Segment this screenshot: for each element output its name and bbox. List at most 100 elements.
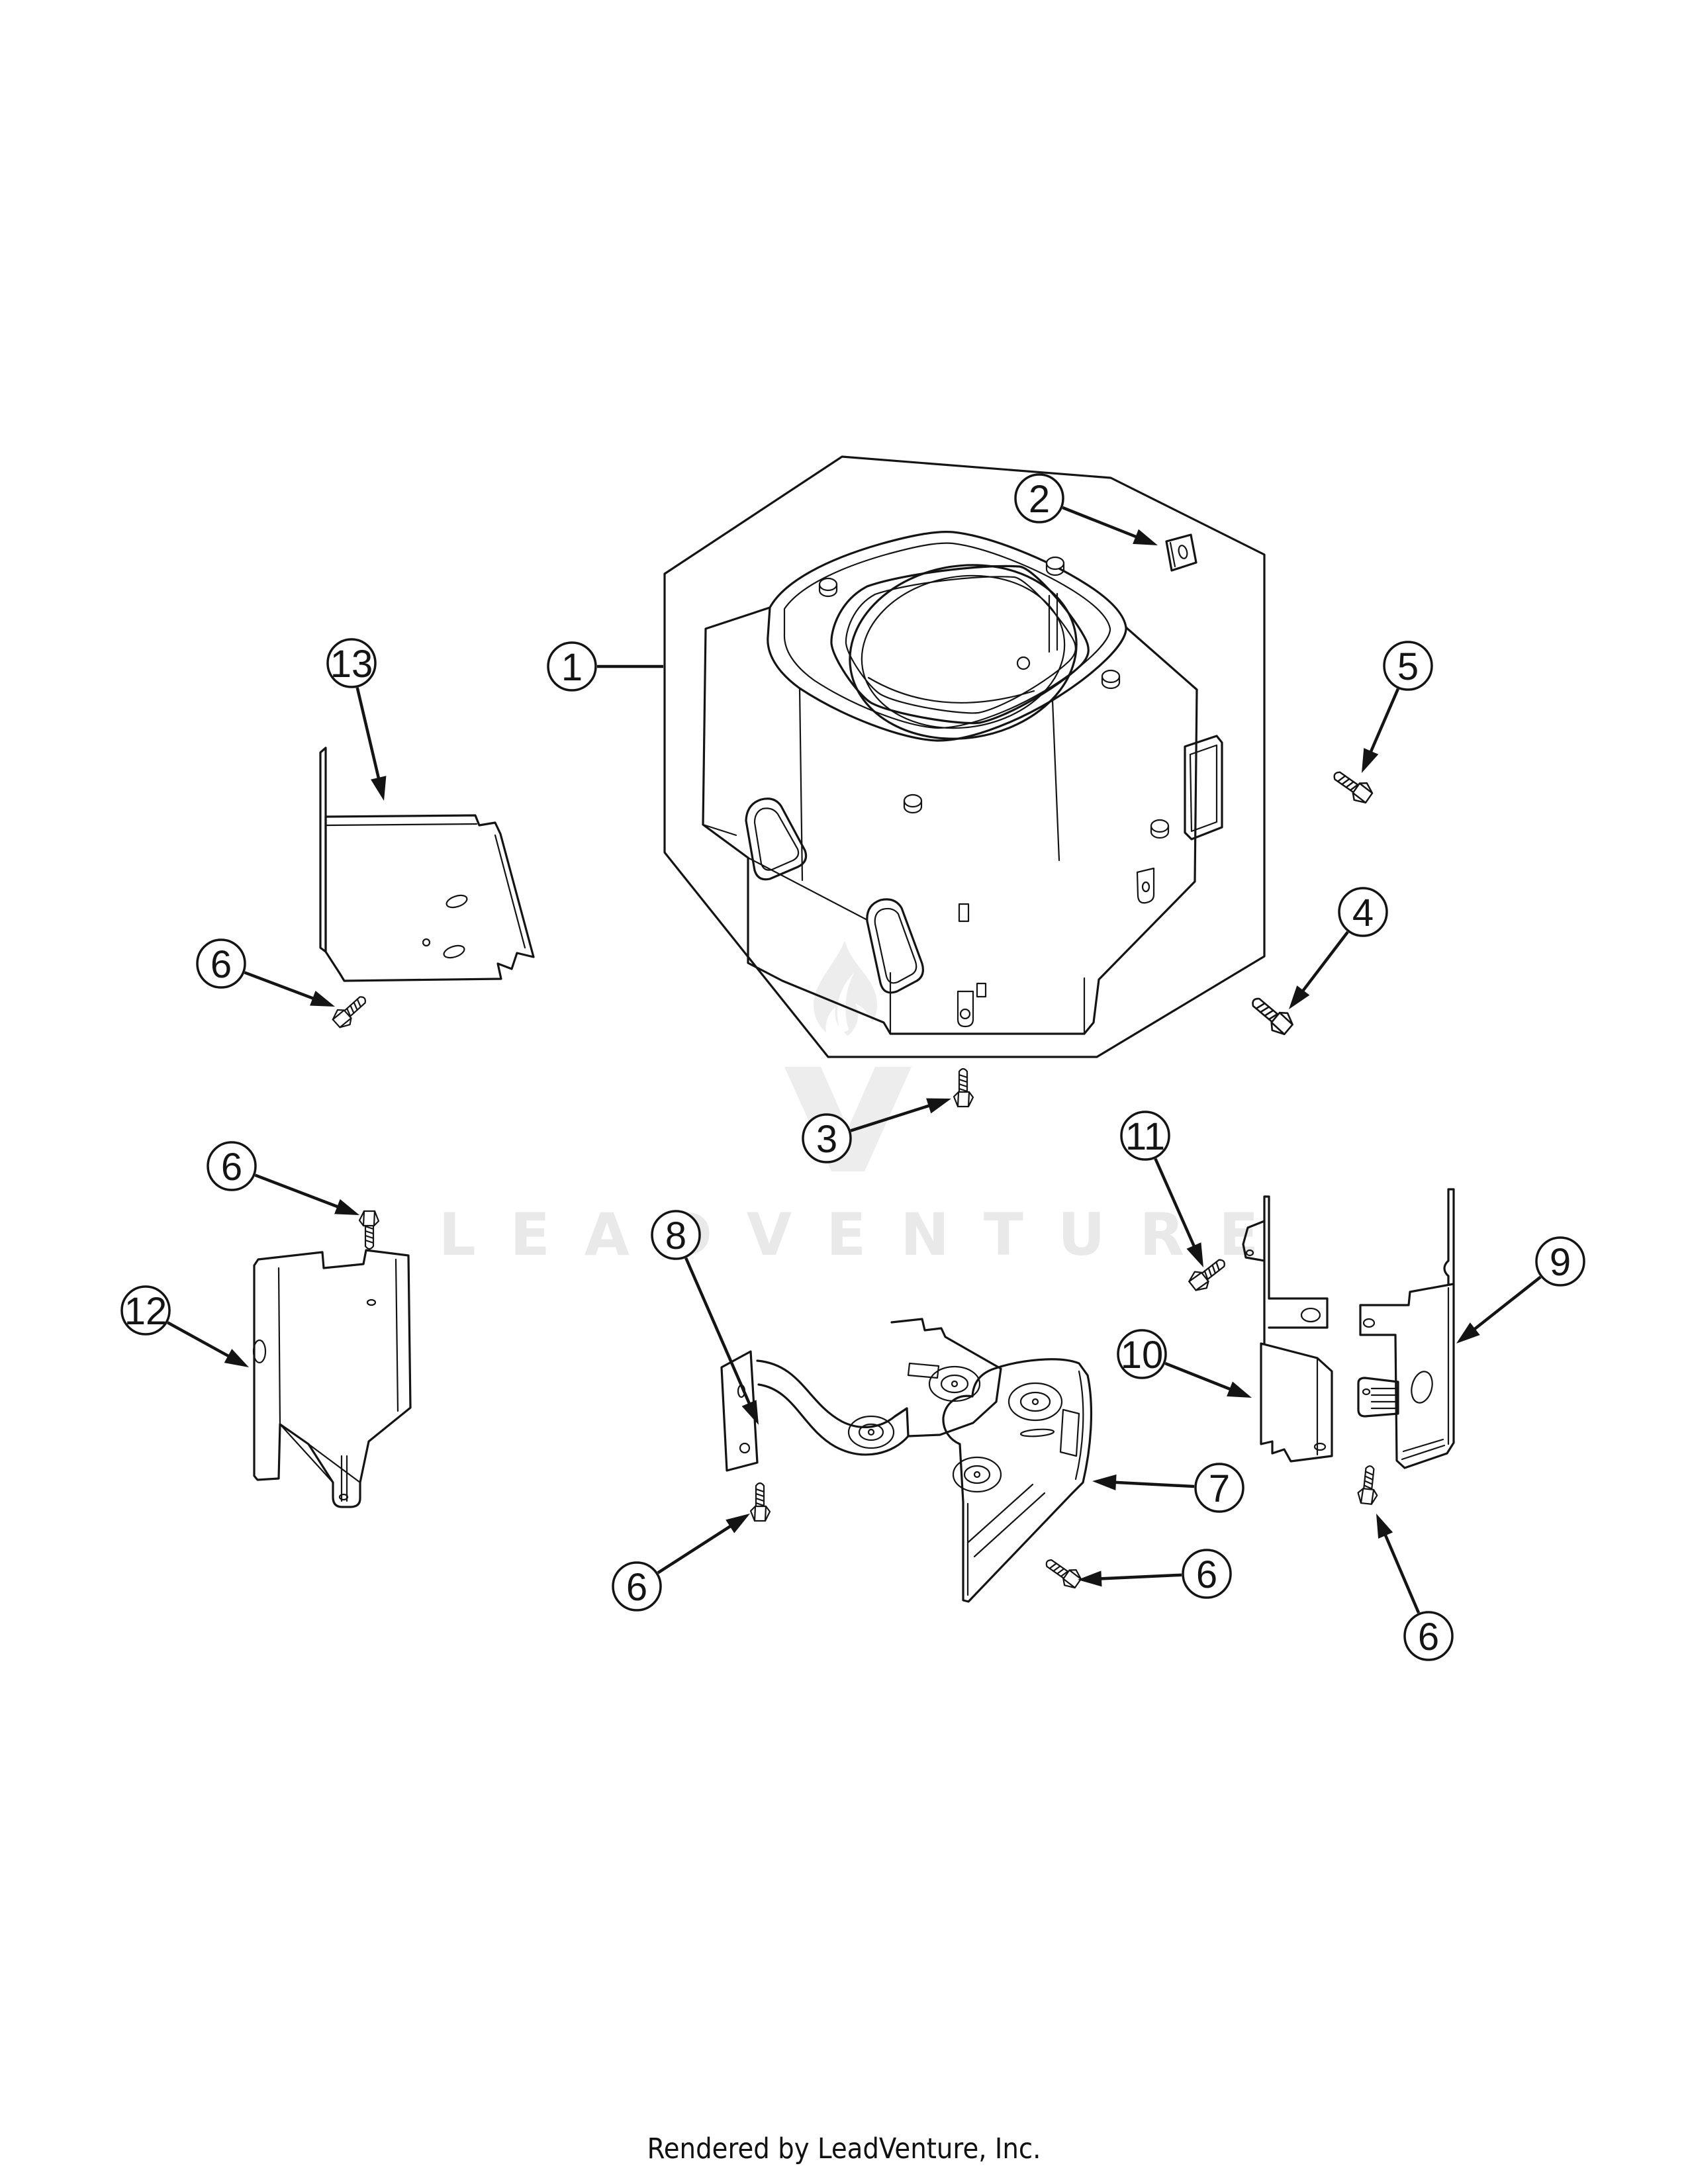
callout-arrowhead-icon	[1289, 985, 1310, 1009]
callout-leader-line	[684, 1257, 755, 1413]
screw-3	[953, 1068, 974, 1108]
part-1-boundary-outline	[663, 455, 1266, 1058]
callout-4: 4	[1289, 887, 1388, 1009]
callout-leader-line	[1380, 1525, 1421, 1614]
screw-6-d	[1041, 1553, 1085, 1592]
callout-number: 11	[1125, 1115, 1165, 1158]
callout-leader-line	[167, 1321, 238, 1362]
callout-circle	[1194, 1463, 1244, 1513]
callout-leader-line	[244, 971, 322, 1003]
screw-6-a	[329, 990, 372, 1032]
callout-number: 6	[626, 1566, 647, 1609]
callout-arrowhead-icon	[741, 1400, 759, 1425]
callout-leader-line	[1164, 1361, 1239, 1394]
part-10-baffle	[1242, 1195, 1333, 1463]
part-7-cylinder-shield	[942, 1358, 1093, 1603]
callout-circle	[1535, 1236, 1585, 1287]
callout-circle	[1403, 1611, 1454, 1661]
callout-8: 8	[651, 1210, 759, 1425]
callout-circle	[196, 938, 246, 989]
callout-6: 6	[612, 1514, 750, 1612]
callout-circle	[1014, 473, 1064, 523]
callout-leader-line	[1092, 1573, 1182, 1581]
leadventure-v-logo-watermark-icon	[784, 1067, 912, 1171]
callout-arrowhead-icon	[1227, 1381, 1252, 1398]
callout-circle	[802, 1113, 852, 1163]
screw-6-c	[749, 1482, 771, 1522]
callout-circle	[1117, 1329, 1167, 1379]
callout-arrowhead-icon	[1186, 1242, 1203, 1267]
callout-arrowhead-icon	[726, 1514, 750, 1533]
callout-number: 7	[1209, 1467, 1230, 1510]
part-13-bracket	[319, 747, 535, 982]
callout-leader-line	[254, 1173, 347, 1212]
callout-arrowhead-icon	[310, 991, 335, 1007]
callout-arrowhead-icon	[1456, 1322, 1480, 1343]
callout-13: 13	[326, 638, 387, 801]
callout-number: 8	[665, 1214, 686, 1257]
callout-12: 12	[120, 1285, 249, 1367]
callout-arrowhead-icon	[1362, 748, 1379, 773]
callout-3: 3	[802, 1098, 951, 1163]
footer-credit: Rendered by LeadVenture, Inc.	[647, 2132, 1041, 2165]
callout-circle	[120, 1285, 171, 1336]
callout-number: 9	[1550, 1241, 1571, 1284]
callout-2: 2	[1014, 473, 1158, 545]
callout-6: 6	[1376, 1514, 1454, 1661]
callout-circle	[547, 641, 597, 692]
callout-number: 6	[221, 1146, 242, 1189]
callout-leader-line	[355, 687, 383, 788]
callout-number: 10	[1121, 1334, 1164, 1377]
screw-6-e	[1356, 1464, 1381, 1506]
callout-number: 3	[816, 1118, 837, 1161]
callout-number: 6	[211, 943, 232, 986]
callout-arrowhead-icon	[1376, 1514, 1393, 1539]
callout-number: 2	[1029, 478, 1050, 521]
screw-5	[1328, 764, 1376, 807]
callout-leader-line	[1466, 1275, 1542, 1336]
screw-6-b	[358, 1210, 380, 1250]
callout-leader-line	[850, 1101, 939, 1132]
callout-leader-line	[1062, 506, 1145, 542]
callout-10: 10	[1117, 1329, 1252, 1398]
callout-5: 5	[1362, 641, 1433, 773]
callout-arrowhead-icon	[926, 1098, 951, 1114]
callout-circle	[207, 1141, 257, 1191]
callout-6: 6	[1078, 1549, 1232, 1599]
callout-9: 9	[1456, 1236, 1585, 1343]
callout-leader-line	[1106, 1480, 1195, 1488]
callout-number: 13	[330, 643, 373, 686]
callout-1: 1	[547, 641, 663, 692]
part-9-side-shield	[1357, 1188, 1455, 1469]
callout-leader-line	[657, 1520, 739, 1574]
callout-circle	[1383, 641, 1433, 691]
callout-6: 6	[207, 1141, 359, 1215]
callout-arrowhead-icon	[224, 1349, 249, 1367]
callout-number: 12	[124, 1290, 167, 1333]
callout-leader-line	[1366, 688, 1399, 761]
callout-circle	[1182, 1549, 1232, 1599]
part-8-saddle-bracket	[720, 1318, 1002, 1472]
callout-arrowhead-icon	[334, 1199, 359, 1215]
callout-7: 7	[1092, 1463, 1244, 1513]
callout-circle	[612, 1561, 662, 1612]
callout-arrowhead-icon	[1092, 1474, 1117, 1490]
callout-circle	[1338, 887, 1388, 937]
callout-leader-line	[1296, 931, 1349, 999]
callout-11: 11	[1120, 1111, 1203, 1267]
leadventure-flame-watermark-icon	[813, 940, 878, 1036]
callout-6: 6	[196, 938, 335, 1007]
callout-number: 6	[1196, 1553, 1217, 1596]
callout-number: 1	[561, 646, 583, 689]
callout-arrowhead-icon	[1078, 1570, 1102, 1587]
callout-number: 6	[1418, 1615, 1439, 1659]
callout-circle	[1120, 1111, 1170, 1161]
callout-leader-line	[1154, 1158, 1199, 1255]
callout-circle	[326, 638, 377, 688]
part-12-shield	[252, 1249, 412, 1508]
screw-4	[1245, 990, 1297, 1039]
callout-number: 5	[1397, 645, 1419, 688]
callout-circle	[651, 1210, 701, 1260]
